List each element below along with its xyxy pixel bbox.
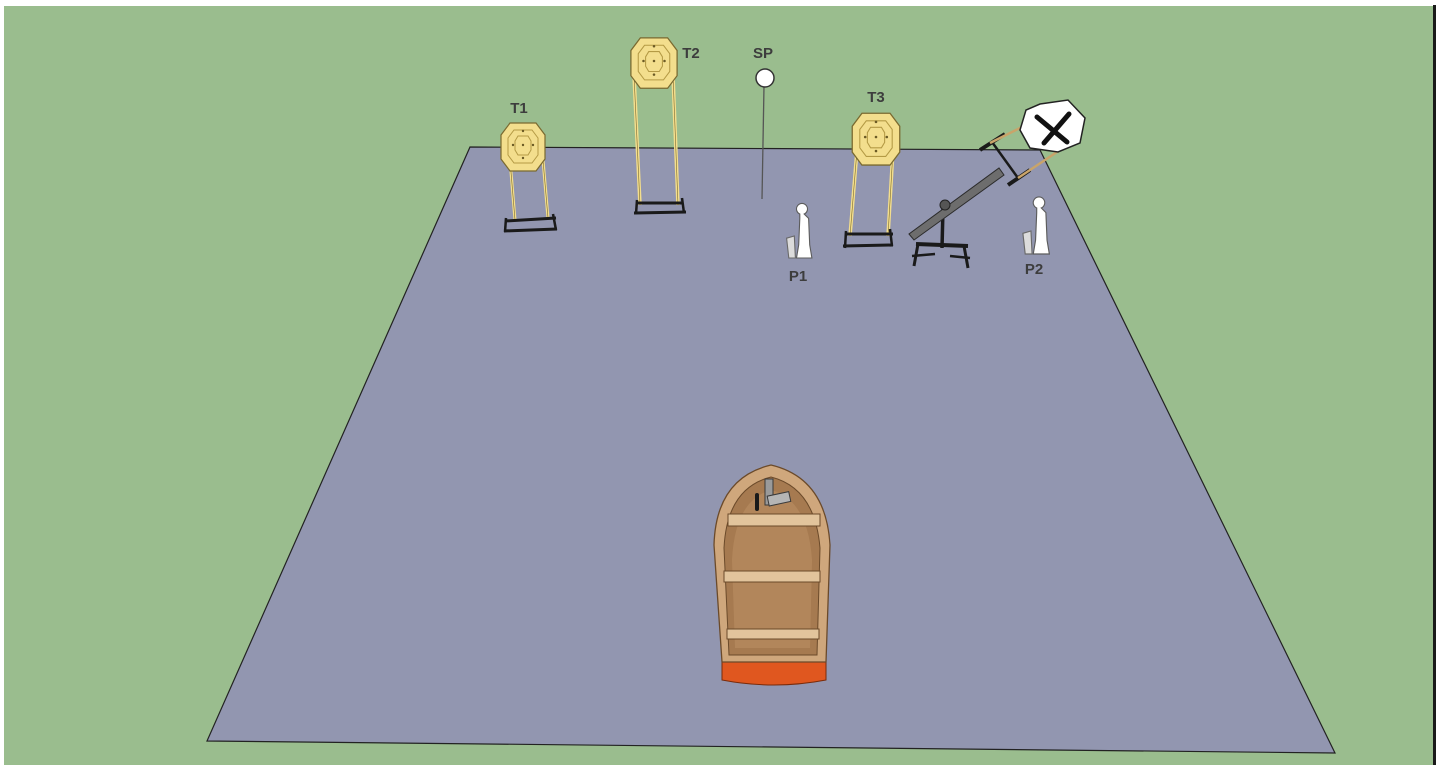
target-stand bbox=[632, 74, 687, 215]
no-shoot-icon bbox=[1019, 99, 1086, 153]
target-stand bbox=[842, 149, 895, 249]
steel-plate-icon bbox=[500, 122, 546, 172]
left-border bbox=[0, 0, 4, 765]
label-p1: P1 bbox=[789, 268, 807, 285]
boat-bench bbox=[727, 513, 821, 527]
range-floor bbox=[206, 146, 1336, 754]
boat-bow bbox=[721, 657, 827, 686]
sp-marker-icon bbox=[755, 68, 775, 88]
label-t1: T1 bbox=[510, 100, 528, 117]
label-sp: SP bbox=[753, 45, 773, 62]
target-t3: T3 bbox=[842, 89, 901, 249]
right-edge-line bbox=[1433, 5, 1436, 765]
label-p2: P2 bbox=[1025, 261, 1043, 278]
steel-plate-icon bbox=[630, 37, 678, 89]
boat-bench bbox=[726, 628, 820, 640]
label-t2: T2 bbox=[682, 45, 700, 62]
popper-p1: P1 bbox=[786, 202, 813, 285]
magazine-icon bbox=[755, 493, 759, 511]
start-position-sp: SP bbox=[753, 45, 775, 200]
swinger-activator bbox=[908, 99, 1086, 269]
right-border bbox=[1436, 0, 1448, 765]
boat bbox=[713, 464, 831, 686]
target-t1: T1 bbox=[500, 100, 558, 233]
pistol-icon bbox=[764, 478, 792, 507]
steel-plate-icon bbox=[851, 112, 901, 166]
boat-bench bbox=[723, 570, 821, 583]
sp-pole bbox=[761, 85, 765, 200]
label-t3: T3 bbox=[867, 89, 885, 106]
popper-p2: P2 bbox=[1022, 196, 1050, 278]
top-border bbox=[0, 0, 1448, 6]
target-t2: T2 bbox=[630, 37, 700, 215]
target-stand bbox=[503, 159, 558, 233]
